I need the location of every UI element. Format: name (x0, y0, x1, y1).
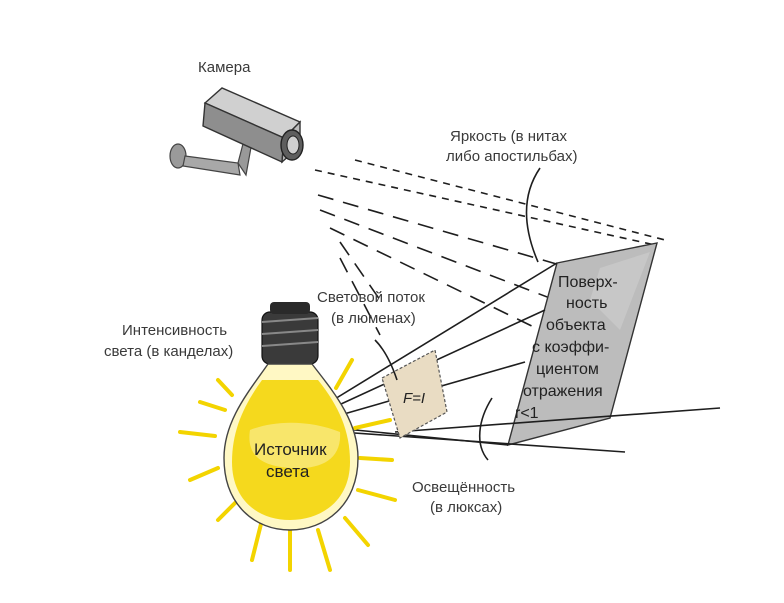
surface-text-line: ность (566, 295, 607, 312)
leader-lines (374, 167, 541, 461)
luminance-label-line1: Яркость (в нитах (450, 128, 567, 145)
source-label-line2: света (266, 462, 310, 481)
flux-label-line1: Световой поток (317, 289, 425, 306)
intensity-label-line2: света (в канделах) (104, 343, 233, 360)
surface-text-line: циентом (536, 361, 599, 378)
formula-label: F=I (403, 390, 425, 407)
surface-text-line: r<1 (515, 405, 539, 422)
luminance-label-line2: либо апостильбах) (446, 148, 577, 165)
surface-text-line: с коэффи- (532, 339, 609, 356)
camera-view-lines (314, 159, 666, 336)
camera-icon (169, 87, 304, 177)
surface-text: Поверх- ность объекта с коэффи- циентом … (515, 274, 618, 422)
illuminance-label-line2: (в люксах) (430, 499, 502, 516)
flux-label-line2: (в люменах) (331, 310, 416, 327)
reflecting-surface (507, 242, 658, 446)
camera-label: Камера (198, 59, 251, 76)
surface-text-line: Поверх- (558, 274, 618, 291)
illuminance-label-line1: Освещённость (412, 479, 515, 496)
intensity-label-line1: Интенсивность (122, 322, 227, 339)
surface-text-line: отражения (523, 383, 603, 400)
light-bulb-icon (178, 302, 397, 572)
surface-text-line: объекта (546, 317, 606, 334)
source-label-line1: Источник (254, 440, 327, 459)
flux-panel (381, 349, 448, 439)
